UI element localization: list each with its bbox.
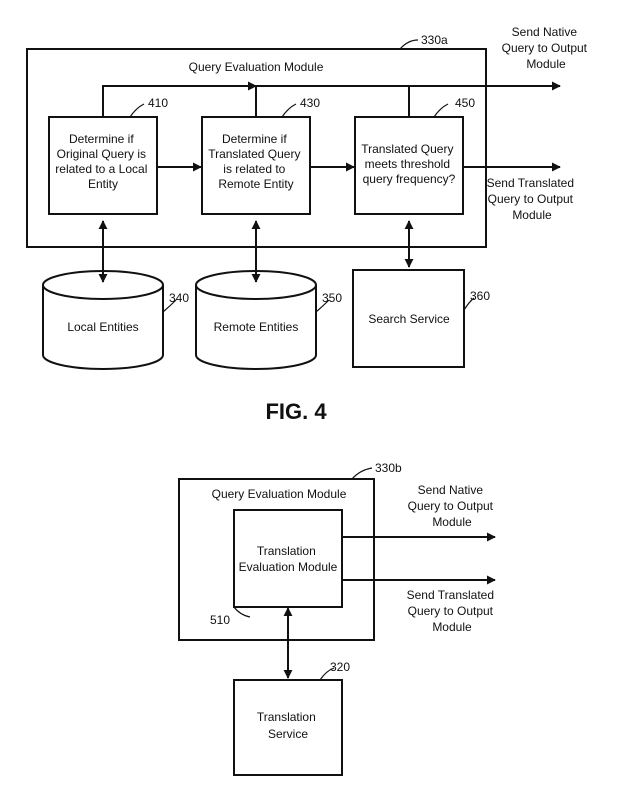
db-local-entities: Local Entities 340 xyxy=(42,270,189,370)
query-evaluation-module-box-b xyxy=(178,478,375,641)
translation-evaluation-module-text: Translation Evaluation Module xyxy=(239,544,338,574)
module-ref: 330a xyxy=(421,33,448,47)
label-send-translated: Send Translated Query to Output Module xyxy=(487,176,578,222)
translation-evaluation-module-box xyxy=(233,509,343,608)
ref-320: 320 xyxy=(330,660,350,674)
fig5: Query Evaluation Module 330b Translation… xyxy=(178,461,498,776)
fig4-caption: FIG. 4 xyxy=(265,399,327,424)
module-ref-leader xyxy=(399,39,419,50)
translation-service-text: Translation Service xyxy=(257,710,319,741)
module-ref-b-leader xyxy=(351,467,373,480)
ref-450-leader xyxy=(433,103,449,118)
box-450-text: Translated Query meets threshold query f… xyxy=(361,142,457,186)
ref-340: 340 xyxy=(169,291,189,305)
ref-430-leader xyxy=(281,103,297,118)
module-ref-b: 330b xyxy=(375,461,402,475)
ref-450: 450 xyxy=(455,96,475,110)
fig4: Query Evaluation Module 330a Determine i… xyxy=(26,25,591,424)
ref-350-leader xyxy=(315,299,330,313)
module-title: Query Evaluation Module xyxy=(189,60,324,74)
box-410-text: Determine if Original Query is related t… xyxy=(55,132,150,191)
ref-360-leader xyxy=(463,297,475,311)
ref-510: 510 xyxy=(210,613,230,627)
ref-430: 430 xyxy=(300,96,320,110)
label-send-translated-b: Send Translated Query to Output Module xyxy=(407,588,498,634)
db-remote-entities: Remote Entities 350 xyxy=(195,270,342,370)
ref-340-leader xyxy=(162,299,177,313)
bypass-410 xyxy=(102,81,257,117)
ref-320-leader xyxy=(319,667,335,681)
ref-350: 350 xyxy=(322,291,342,305)
label-send-native: Send Native Query to Output Module xyxy=(502,25,591,71)
label-send-native-b: Send Native Query to Output Module xyxy=(408,483,497,529)
search-service-label: Search Service xyxy=(368,312,450,326)
translation-service-box xyxy=(233,679,343,776)
ref-410-leader xyxy=(129,103,145,118)
db-remote-label: Remote Entities xyxy=(214,320,299,334)
box-430-text: Determine if Translated Query is related… xyxy=(208,132,304,191)
ref-510-leader xyxy=(233,606,251,618)
module-title-b: Query Evaluation Module xyxy=(212,487,347,501)
ref-410: 410 xyxy=(148,96,168,110)
db-local-label: Local Entities xyxy=(67,320,138,334)
ref-360: 360 xyxy=(470,289,490,303)
search-service-box xyxy=(352,269,465,368)
